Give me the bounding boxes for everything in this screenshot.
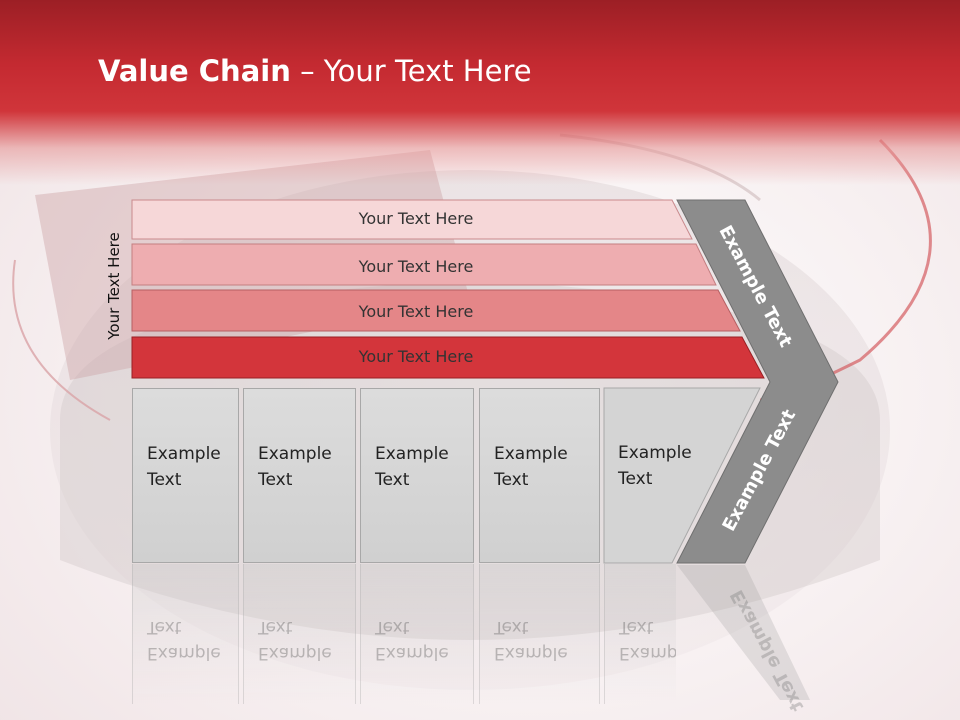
support-activities-label: Your Text Here (105, 232, 123, 340)
primary-box-reflection-2: Example Text (243, 564, 356, 704)
primary-box-label-2: Example Text (258, 444, 332, 490)
primary-box-1: Example Text (132, 388, 239, 563)
reflection-label-2: Example Text (258, 617, 332, 663)
support-bar-label-4: Your Text Here (358, 347, 474, 366)
support-bar-label-2: Your Text Here (358, 257, 474, 276)
primary-box-reflection-3: Example Text (360, 564, 474, 704)
title-bar (0, 0, 960, 185)
primary-box-label-3: Example Text (375, 444, 449, 490)
title-rest: – Your Text Here (290, 54, 532, 88)
primary-box-reflection-1: Example Text (132, 564, 239, 704)
primary-box-4: Example Text (479, 388, 600, 563)
primary-box-5: Example Text (604, 388, 754, 563)
reflection-label-5: Example Text (619, 617, 676, 663)
primary-box-3: Example Text (360, 388, 474, 563)
reflection-label-3: Example Text (375, 617, 449, 663)
primary-box-5-shape (603, 387, 761, 564)
support-bar-2 (131, 243, 717, 286)
support-bar-label-1: Your Text Here (358, 209, 474, 228)
title-bold: Value Chain (98, 54, 291, 88)
primary-box-label-4: Example Text (494, 444, 568, 490)
support-bar-1 (131, 199, 693, 240)
slide-title: Value Chain – Your Text Here (98, 54, 532, 88)
margin-chevron (676, 199, 839, 564)
support-bar-label-3: Your Text Here (358, 302, 474, 321)
primary-box-label-1: Example Text (147, 444, 221, 490)
reflection-label-4: Example Text (494, 617, 568, 663)
reflection-label-1: Example Text (147, 617, 221, 663)
primary-box-reflection-4: Example Text (479, 564, 600, 704)
support-bar-4 (131, 336, 765, 379)
support-bar-3 (131, 289, 741, 332)
primary-box-label-5: Example Text (618, 443, 692, 489)
primary-box-reflection-5: Example Text (604, 564, 676, 704)
primary-box-2: Example Text (243, 388, 356, 563)
margin-chevron-reflection (677, 565, 810, 700)
